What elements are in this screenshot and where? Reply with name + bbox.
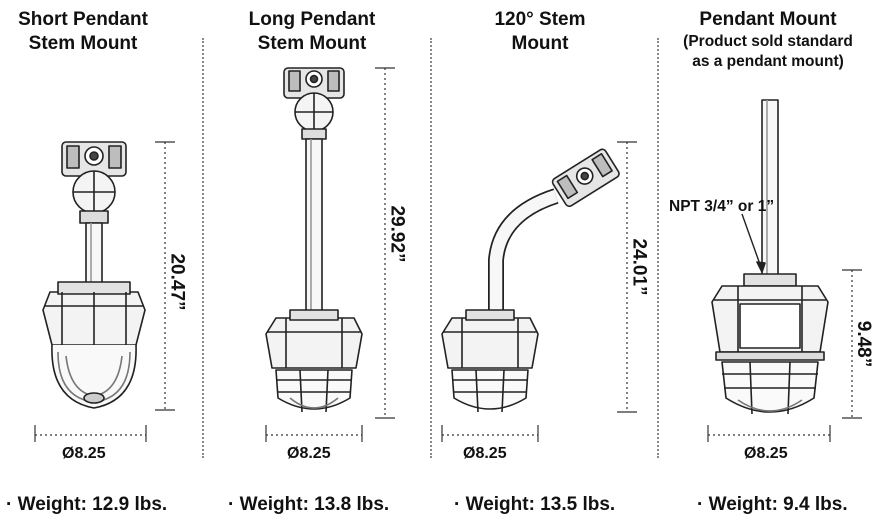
diameter-label-long-pendant: Ø8.25 <box>287 445 331 462</box>
camera-pendant-mount-drawing <box>711 99 829 415</box>
weight-120-stem: · Weight: 13.5 lbs. <box>454 494 616 515</box>
title-line-1: Short Pendant <box>18 9 148 30</box>
title-line-3: as a pendant mount) <box>692 53 844 70</box>
separator-3 <box>657 38 659 458</box>
weight-long-pendant: · Weight: 13.8 lbs. <box>228 494 390 515</box>
diameter-label-pendant-mount: Ø8.25 <box>744 445 788 462</box>
height-label-short-pendant: 20.47” <box>166 253 188 311</box>
title-line-2: Mount <box>511 33 569 54</box>
title-line-1: Long Pendant <box>248 9 376 30</box>
separator-2 <box>430 38 432 458</box>
title-line-2: (Product sold standard <box>683 33 853 50</box>
weight-pendant-mount: · Weight: 9.4 lbs. <box>697 494 848 515</box>
title-short-pendant: Short Pendant Stem Mount <box>8 8 158 56</box>
camera-short-pendant-drawing <box>42 141 146 409</box>
height-label-120-stem: 24.01” <box>628 238 650 296</box>
camera-long-pendant-drawing <box>265 67 363 413</box>
height-label-long-pendant: 29.92” <box>386 205 408 263</box>
title-line-1: 120° Stem <box>494 9 586 30</box>
height-label-pendant-mount: 9.48” <box>853 320 875 368</box>
title-pendant-mount: Pendant Mount (Product sold standard as … <box>668 8 868 72</box>
weight-short-pendant: · Weight: 12.9 lbs. <box>6 494 168 515</box>
title-line-2: Stem Mount <box>257 33 367 54</box>
title-long-pendant: Long Pendant Stem Mount <box>232 8 392 56</box>
camera-120-stem-drawing <box>441 148 620 413</box>
title-line-2: Stem Mount <box>28 33 138 54</box>
title-120-stem: 120° Stem Mount <box>470 8 610 56</box>
diameter-label-short-pendant: Ø8.25 <box>62 445 106 462</box>
diameter-label-120-stem: Ø8.25 <box>463 445 507 462</box>
separator-1 <box>202 38 204 458</box>
npt-thread-callout: NPT 3/4” or 1” <box>669 198 775 215</box>
title-line-1: Pendant Mount <box>699 9 837 30</box>
dimension-lines <box>34 67 862 442</box>
